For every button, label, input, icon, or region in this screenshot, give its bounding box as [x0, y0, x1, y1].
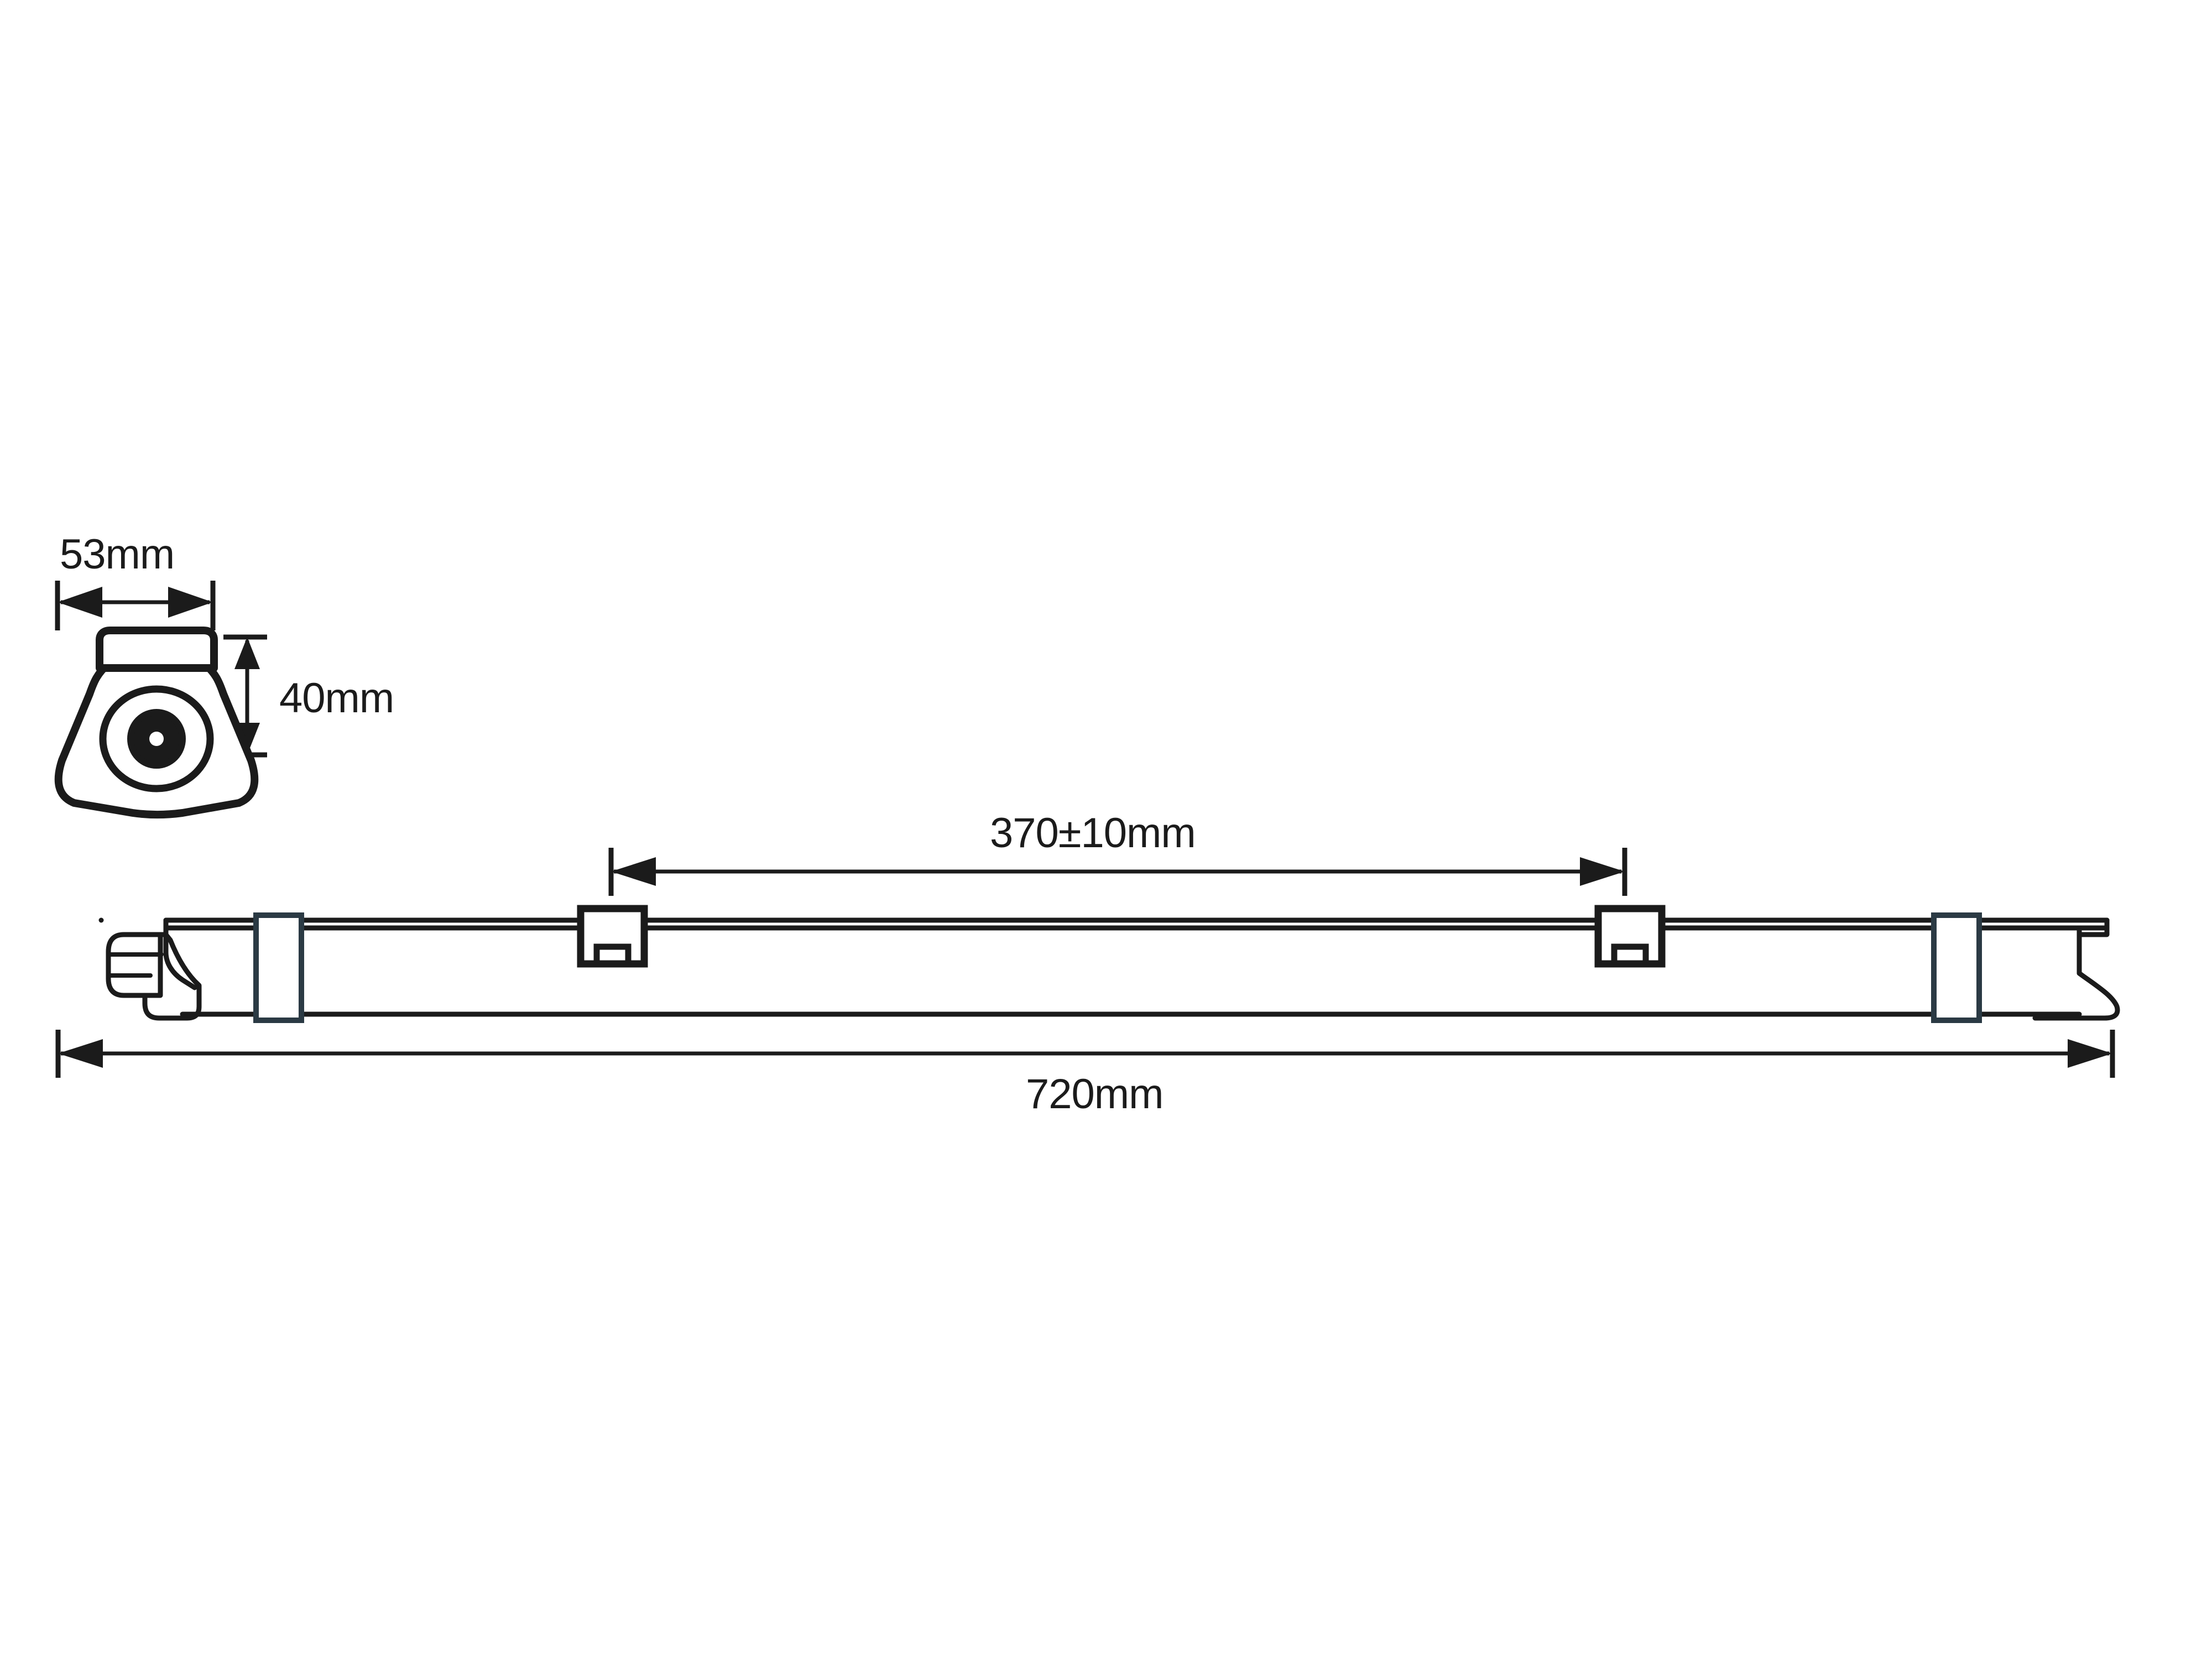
- arrow-left-icon: [611, 857, 656, 886]
- cable-gland: [106, 932, 163, 998]
- overall-length-dimension-720mm: [55, 1030, 2115, 1078]
- right-collar: [1931, 912, 1982, 1023]
- left-collar: [253, 912, 304, 1023]
- mounting-clip-top: [96, 627, 218, 672]
- left-mounting-clip: [577, 905, 648, 968]
- right-ridge-step: [2077, 925, 2110, 937]
- left-end-cap-outline: [142, 932, 202, 1021]
- side-elevation-view: [55, 848, 2120, 1078]
- label-overall-length-720mm: 720mm: [1026, 1071, 1163, 1118]
- cross-section-view: [54, 581, 267, 818]
- label-bracket-spacing-370mm: 370±10mm: [990, 810, 1196, 857]
- left-mounting-clip-notch: [593, 943, 632, 961]
- left-mounting-clip-group: [577, 905, 648, 968]
- right-mounting-clip: [1594, 905, 1666, 968]
- bracket-spacing-dimension-370mm: [608, 848, 1627, 896]
- label-height-40mm: 40mm: [279, 675, 394, 722]
- arrow-right-icon: [1580, 857, 1625, 886]
- arrow-up-icon: [234, 637, 260, 669]
- right-mounting-clip-notch: [1611, 943, 1649, 961]
- label-width-53mm: 53mm: [60, 531, 174, 578]
- right-mounting-clip-group: [1594, 905, 1666, 968]
- left-end-cap-group: [106, 932, 164, 998]
- arrow-right-icon: [2068, 1039, 2112, 1068]
- arrow-left-icon: [58, 1039, 103, 1068]
- center-hole: [149, 732, 164, 746]
- right-end-cap-outline: [2032, 925, 2120, 1021]
- arrow-right-icon: [168, 587, 213, 618]
- width-dimension-53mm: [55, 581, 216, 630]
- arrow-left-icon: [58, 587, 102, 618]
- left-body-transition: [163, 925, 197, 990]
